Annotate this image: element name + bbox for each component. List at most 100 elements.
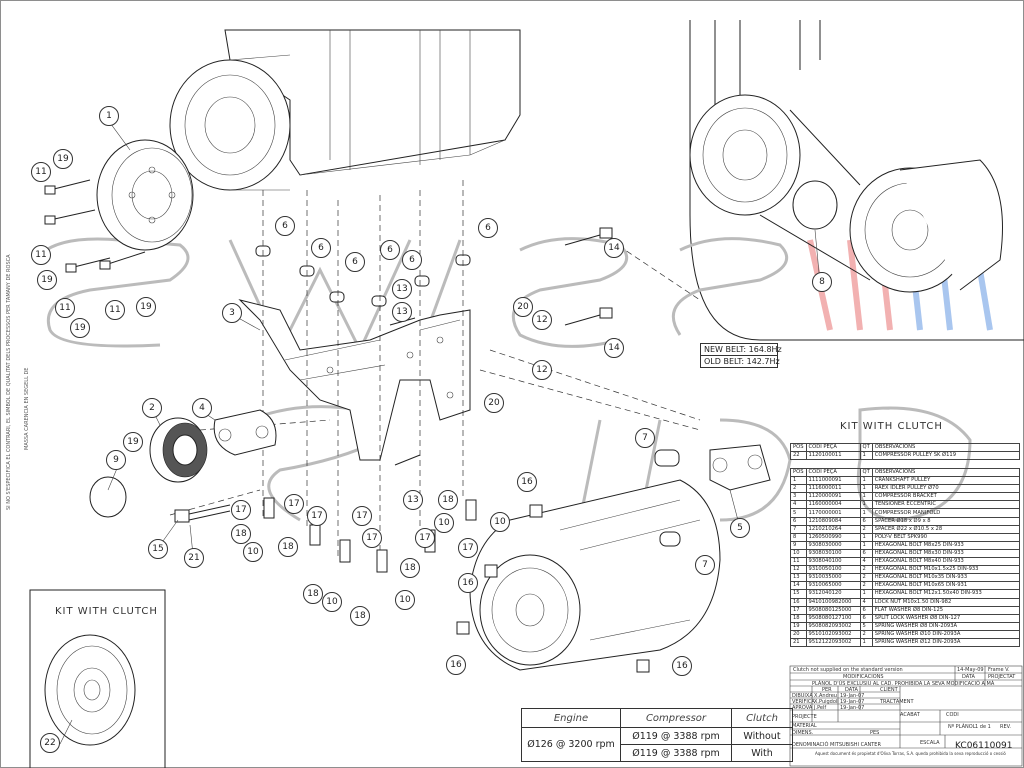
tb-dibuixa-date: 19-Jan-07 (840, 693, 865, 699)
bom-cell: 8 (790, 532, 807, 542)
bom-cell: SPRING WASHER Ø12 DIN-2093A (871, 637, 1021, 648)
bom-cell: 21 (790, 637, 807, 648)
bom-cell: 2 (859, 581, 873, 591)
callout-17e: 17 (362, 528, 382, 548)
callout-11a: 11 (31, 162, 51, 182)
kit-cell: 22 (790, 451, 807, 461)
callout-19d: 19 (136, 297, 156, 317)
callout-18b: 18 (278, 537, 298, 557)
table-row: Ø126 @ 3200 rpm Ø119 @ 3388 rpm Without (521, 727, 793, 762)
tb-note-mod: MODIFICACIONS (843, 674, 884, 680)
bom-cell: 1 (859, 540, 873, 550)
kit-cell: COMPRESSOR PULLEY SK Ø119 (871, 451, 1021, 461)
installed-view (689, 20, 1003, 293)
kit-label-main: KIT WITH CLUTCH (840, 421, 943, 432)
bom-cell: 2 (790, 484, 807, 494)
bom-cell: CRANKSHAFT PULLEY (871, 476, 1021, 486)
bom-cell: HEXAGONAL BOLT M8x25 DIN-933 (871, 540, 1021, 550)
bom-cell: POLY-V BELT SPK990 (871, 532, 1021, 542)
tb-note-row: Clutch not supplied on the standard vers… (793, 667, 903, 673)
bom-cell: 9512122093002 (805, 637, 861, 648)
callout-15: 15 (148, 539, 168, 559)
kit-header-pos: POS (790, 442, 807, 453)
bom-cell: LOCK NUT M10x1.50 DIN-982 (871, 597, 1021, 607)
bom-cell: 2 (859, 524, 873, 534)
tb-verifica: VERIFICA (792, 699, 815, 705)
callout-6b: 6 (311, 238, 331, 258)
bom-cell: 9 (790, 540, 807, 550)
bom-cell: 1170000001 (805, 508, 861, 518)
callout-18f: 18 (438, 490, 458, 510)
kit-header-code: CODI PEÇA (805, 442, 861, 453)
bom-cell: 9310050100 (805, 565, 861, 575)
tb-sheet: 1 de 1 (975, 724, 991, 730)
tb-material: MATERIAL (792, 723, 817, 729)
bom-cell: 1 (859, 484, 873, 494)
bom-cell: HEXAGONAL BOLT M10x1.5x25 DIN-933 (871, 565, 1021, 575)
callout-12b: 12 (532, 360, 552, 380)
tensioner (213, 409, 277, 456)
bom-cell: 2 (859, 629, 873, 639)
table-row: 22 1120100011 1 COMPRESSOR PULLEY SK Ø11… (790, 451, 1021, 461)
manifold (709, 444, 771, 491)
callout-16a: 16 (517, 472, 537, 492)
callout-17c: 17 (307, 506, 327, 526)
tb-frame: Frame V. (988, 667, 1010, 673)
bom-cell: 9508080125000 (805, 605, 861, 615)
bom-cell: 6 (859, 548, 873, 559)
tb-client-label: CLIENT (880, 687, 898, 693)
tb-date1: 14-May-09 (957, 667, 984, 673)
tb-dimens: DIMENS. (792, 730, 814, 736)
tb-aprova-date: 19-Jan-07 (840, 705, 865, 711)
spacer-7 (654, 449, 681, 547)
bom-cell: 4 (790, 500, 807, 510)
bom-cell: 18 (790, 613, 807, 623)
spec-compressor: Ø119 @ 3388 rpm (620, 744, 732, 762)
spec-clutch: Without (731, 727, 793, 745)
callout-6c: 6 (345, 252, 365, 272)
callout-6a: 6 (275, 216, 295, 236)
callout-10e: 10 (490, 512, 510, 532)
bom-cell: 20 (790, 629, 807, 639)
callout-18a: 18 (231, 524, 251, 544)
bom-cell: 1 (859, 492, 873, 502)
old-belt-frequency: OLD BELT: 142.7Hz (700, 356, 780, 368)
callout-21: 21 (184, 548, 204, 568)
lock-nuts (456, 504, 650, 673)
callout-4: 4 (192, 398, 212, 418)
tb-codi: CODI (946, 712, 959, 718)
compressor-bracket (238, 299, 471, 461)
bom-cell: 4 (859, 557, 873, 567)
tb-client-name: MITSUBISHI CANTER (830, 742, 881, 748)
spec-header-clutch: Clutch (731, 708, 793, 728)
spec-table: Engine Compressor Clutch Ø126 @ 3200 rpm… (521, 708, 793, 762)
tb-dibuixa: DIBUIXA (792, 693, 813, 699)
callout-19a: 19 (53, 149, 73, 169)
callout-7a: 7 (635, 428, 655, 448)
spec-header-compressor: Compressor (620, 708, 732, 728)
tb-rev: REV. (1000, 724, 1011, 730)
bom-cell: 1 (859, 476, 873, 486)
table-row: Ø119 @ 3388 rpm With (522, 744, 793, 762)
bom-cell: 5 (790, 508, 807, 518)
bom-cell: 13 (790, 573, 807, 583)
bom-cell: FLAT WASHER Ø8 DIN-125 (871, 605, 1021, 615)
callout-10b: 10 (322, 592, 342, 612)
bom-cell: RAEX IDLER PULLEY Ø70 (871, 484, 1021, 494)
bom-cell: SPLIT LOCK WASHER Ø8 DIN-127 (871, 613, 1021, 623)
callout-17f: 17 (415, 528, 435, 548)
bom-cell: 1160000004 (805, 500, 861, 510)
callout-17g: 17 (458, 538, 478, 558)
